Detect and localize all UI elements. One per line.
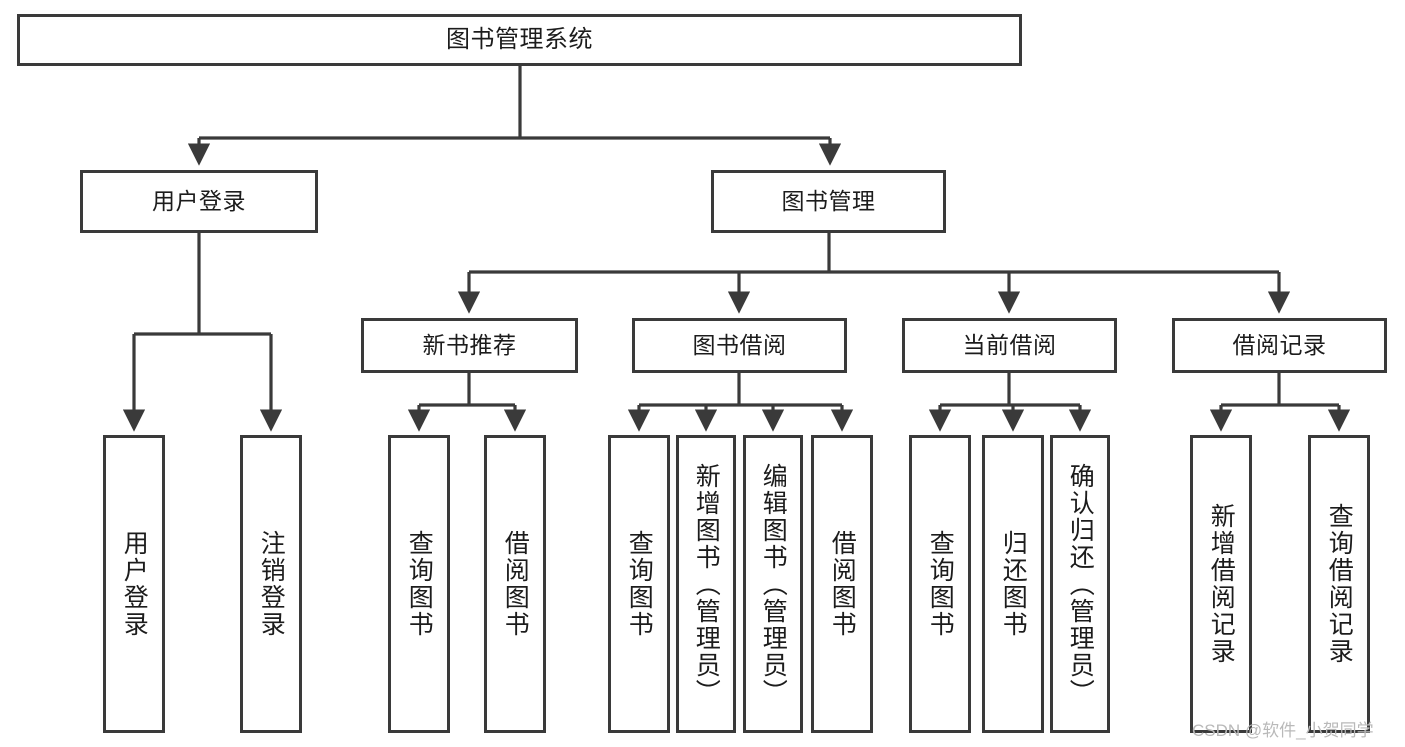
node-leaf-return-book[interactable]: 归还图书 <box>982 435 1044 733</box>
node-leaf-add-borrow-record[interactable]: 新增借阅记录 <box>1190 435 1252 733</box>
node-leaf-query-book-2-label: 查询图书 <box>625 530 654 638</box>
node-leaf-borrow-book-1[interactable]: 借阅图书 <box>484 435 546 733</box>
node-leaf-confirm-return[interactable]: 确认归还（管理员） <box>1050 435 1110 733</box>
node-leaf-borrow-book-2[interactable]: 借阅图书 <box>811 435 873 733</box>
node-leaf-borrow-book-2-label: 借阅图书 <box>828 530 857 638</box>
node-leaf-query-borrow-record-label: 查询借阅记录 <box>1325 503 1354 665</box>
node-leaf-user-login-label: 用户登录 <box>120 530 149 638</box>
node-borrow-record[interactable]: 借阅记录 <box>1172 318 1387 373</box>
node-leaf-query-book-3[interactable]: 查询图书 <box>909 435 971 733</box>
node-user-login[interactable]: 用户登录 <box>80 170 318 233</box>
node-leaf-query-book-1[interactable]: 查询图书 <box>388 435 450 733</box>
node-book-manage-label: 图书管理 <box>781 187 876 214</box>
node-leaf-add-book[interactable]: 新增图书（管理员） <box>676 435 736 733</box>
node-leaf-query-borrow-record[interactable]: 查询借阅记录 <box>1308 435 1370 733</box>
node-book-manage[interactable]: 图书管理 <box>711 170 946 233</box>
node-leaf-edit-book[interactable]: 编辑图书（管理员） <box>743 435 803 733</box>
node-book-borrow-label: 图书借阅 <box>692 331 787 358</box>
node-new-book-recommend[interactable]: 新书推荐 <box>361 318 578 373</box>
node-leaf-confirm-return-label: 确认归还（管理员） <box>1066 462 1095 706</box>
node-leaf-user-logout[interactable]: 注销登录 <box>240 435 302 733</box>
node-leaf-edit-book-label: 编辑图书（管理员） <box>759 462 788 706</box>
node-leaf-return-book-label: 归还图书 <box>999 530 1028 638</box>
node-leaf-add-book-label: 新增图书（管理员） <box>692 462 721 706</box>
node-current-borrow[interactable]: 当前借阅 <box>902 318 1117 373</box>
node-root-label: 图书管理系统 <box>446 25 593 53</box>
node-leaf-query-book-3-label: 查询图书 <box>926 530 955 638</box>
node-leaf-borrow-book-1-label: 借阅图书 <box>501 530 530 638</box>
node-new-book-recommend-label: 新书推荐 <box>422 331 517 358</box>
node-leaf-query-book-2[interactable]: 查询图书 <box>608 435 670 733</box>
node-leaf-user-login[interactable]: 用户登录 <box>103 435 165 733</box>
node-leaf-add-borrow-record-label: 新增借阅记录 <box>1207 503 1236 665</box>
node-current-borrow-label: 当前借阅 <box>962 331 1057 358</box>
node-leaf-user-logout-label: 注销登录 <box>257 530 286 638</box>
node-leaf-query-book-1-label: 查询图书 <box>405 530 434 638</box>
node-root[interactable]: 图书管理系统 <box>17 14 1022 66</box>
node-user-login-label: 用户登录 <box>152 187 246 214</box>
node-borrow-record-label: 借阅记录 <box>1232 331 1327 358</box>
node-book-borrow[interactable]: 图书借阅 <box>632 318 847 373</box>
csdn-watermark: CSDN @软件_小贺同学 <box>1192 721 1374 740</box>
